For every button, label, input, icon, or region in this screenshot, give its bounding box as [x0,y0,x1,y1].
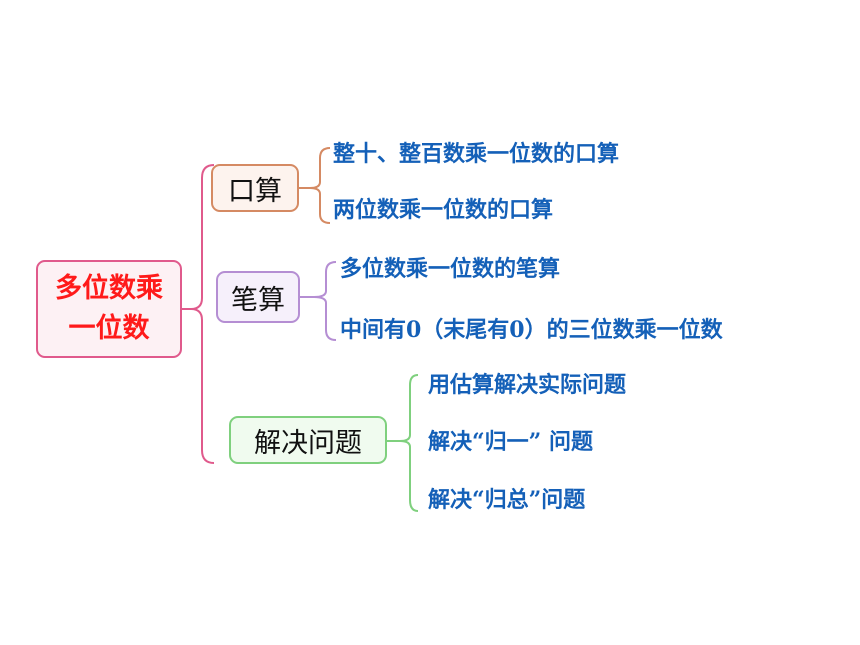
branch-oral-calculation: 口算 [211,164,299,212]
leaf-item: 两位数乘一位数的口算 [333,197,554,223]
branch-written-calculation: 笔算 [216,271,300,323]
branch1-brace [309,147,331,224]
branch-problem-solving: 解决问题 [229,416,387,464]
branch-label: 口算 [228,175,282,207]
branch-label: 笔算 [231,284,285,316]
leaf-item: 解决“归一” 问题 [428,429,593,455]
leaf-item: 中间有0（末尾有0）的三位数乘一位数 [340,317,723,343]
leaf-item: 用估算解决实际问题 [428,372,627,398]
root-brace [190,164,215,464]
leaf-item: 多位数乘一位数的笔算 [340,256,561,282]
leaf-item: 解决“归总”问题 [428,487,586,513]
root-node: 多位数乘 一位数 [36,260,182,358]
branch-label: 解决问题 [254,427,362,459]
root-title-line1: 多位数乘 [55,273,163,304]
branch3-brace [399,374,419,512]
leaf-item: 整十、整百数乘一位数的口算 [333,141,620,167]
branch2-brace [313,261,337,341]
root-title-line2: 一位数 [68,313,150,344]
